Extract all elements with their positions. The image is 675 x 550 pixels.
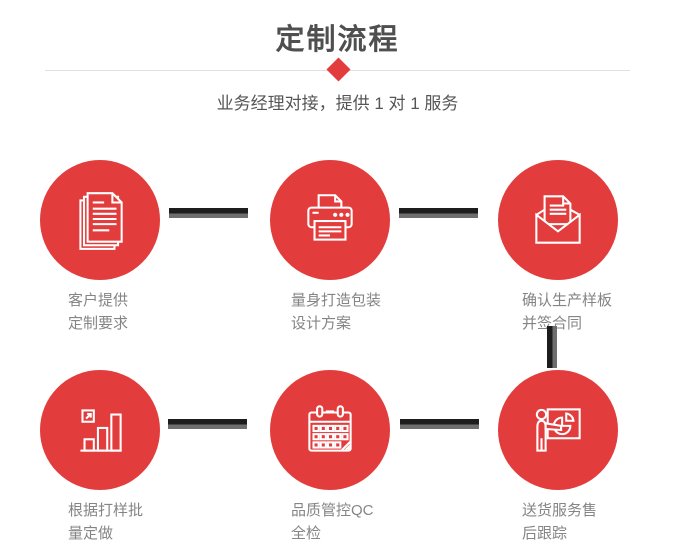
calendar-icon bbox=[308, 405, 352, 452]
caption-line: 确认生产样板 bbox=[522, 292, 613, 309]
page-subtitle: 业务经理对接，提供 1 对 1 服务 bbox=[216, 94, 459, 113]
diamond-icon bbox=[326, 57, 351, 82]
presentation-icon bbox=[535, 408, 581, 452]
step-caption: 送货服务售 后跟踪 bbox=[522, 499, 638, 545]
step-caption: 确认生产样板 并签合同 bbox=[522, 289, 638, 335]
step-circle bbox=[498, 160, 618, 280]
connector-step3-step6 bbox=[547, 326, 557, 368]
caption-line: 送货服务售 bbox=[522, 502, 598, 519]
printer-icon bbox=[307, 194, 353, 241]
caption-line: 客户提供 bbox=[68, 292, 129, 309]
step-circle bbox=[270, 370, 390, 490]
caption-line: 定制要求 bbox=[68, 315, 129, 332]
connector-step5-step6 bbox=[400, 419, 479, 429]
caption-line: 设计方案 bbox=[291, 315, 352, 332]
step-caption: 客户提供 定制要求 bbox=[68, 289, 180, 335]
caption-line: 品质管控QC bbox=[291, 502, 374, 519]
step-packaging-design: 量身打造包装 设计方案 bbox=[270, 160, 410, 335]
caption-line: 全检 bbox=[291, 525, 322, 542]
step-delivery-aftersales: 送货服务售 后跟踪 bbox=[498, 370, 638, 545]
step-circle bbox=[40, 370, 160, 490]
step-quality-control: 品质管控QC 全检 bbox=[270, 370, 410, 545]
documents-icon bbox=[79, 192, 123, 250]
caption-line: 量定做 bbox=[68, 525, 114, 542]
step-caption: 品质管控QC 全检 bbox=[291, 499, 410, 545]
step-circle bbox=[270, 160, 390, 280]
connector-step4-step5 bbox=[168, 419, 247, 429]
step-batch-production: 根据打样批 量定做 bbox=[40, 370, 180, 545]
bar-chart-icon bbox=[80, 409, 122, 452]
step-sample-contract: 确认生产样板 并签合同 bbox=[498, 160, 638, 335]
step-customer-requirements: 客户提供 定制要求 bbox=[40, 160, 180, 335]
step-circle bbox=[498, 370, 618, 490]
connector-step1-step2 bbox=[169, 208, 248, 218]
connector-step2-step3 bbox=[399, 208, 478, 218]
caption-line: 根据打样批 bbox=[68, 502, 144, 519]
envelope-icon bbox=[535, 195, 581, 244]
page-title: 定制流程 bbox=[275, 24, 400, 56]
caption-line: 并签合同 bbox=[522, 315, 583, 332]
caption-line: 量身打造包装 bbox=[291, 292, 382, 309]
caption-line: 后跟踪 bbox=[522, 525, 568, 542]
step-caption: 量身打造包装 设计方案 bbox=[291, 289, 410, 335]
step-circle bbox=[40, 160, 160, 280]
step-caption: 根据打样批 量定做 bbox=[68, 499, 180, 545]
